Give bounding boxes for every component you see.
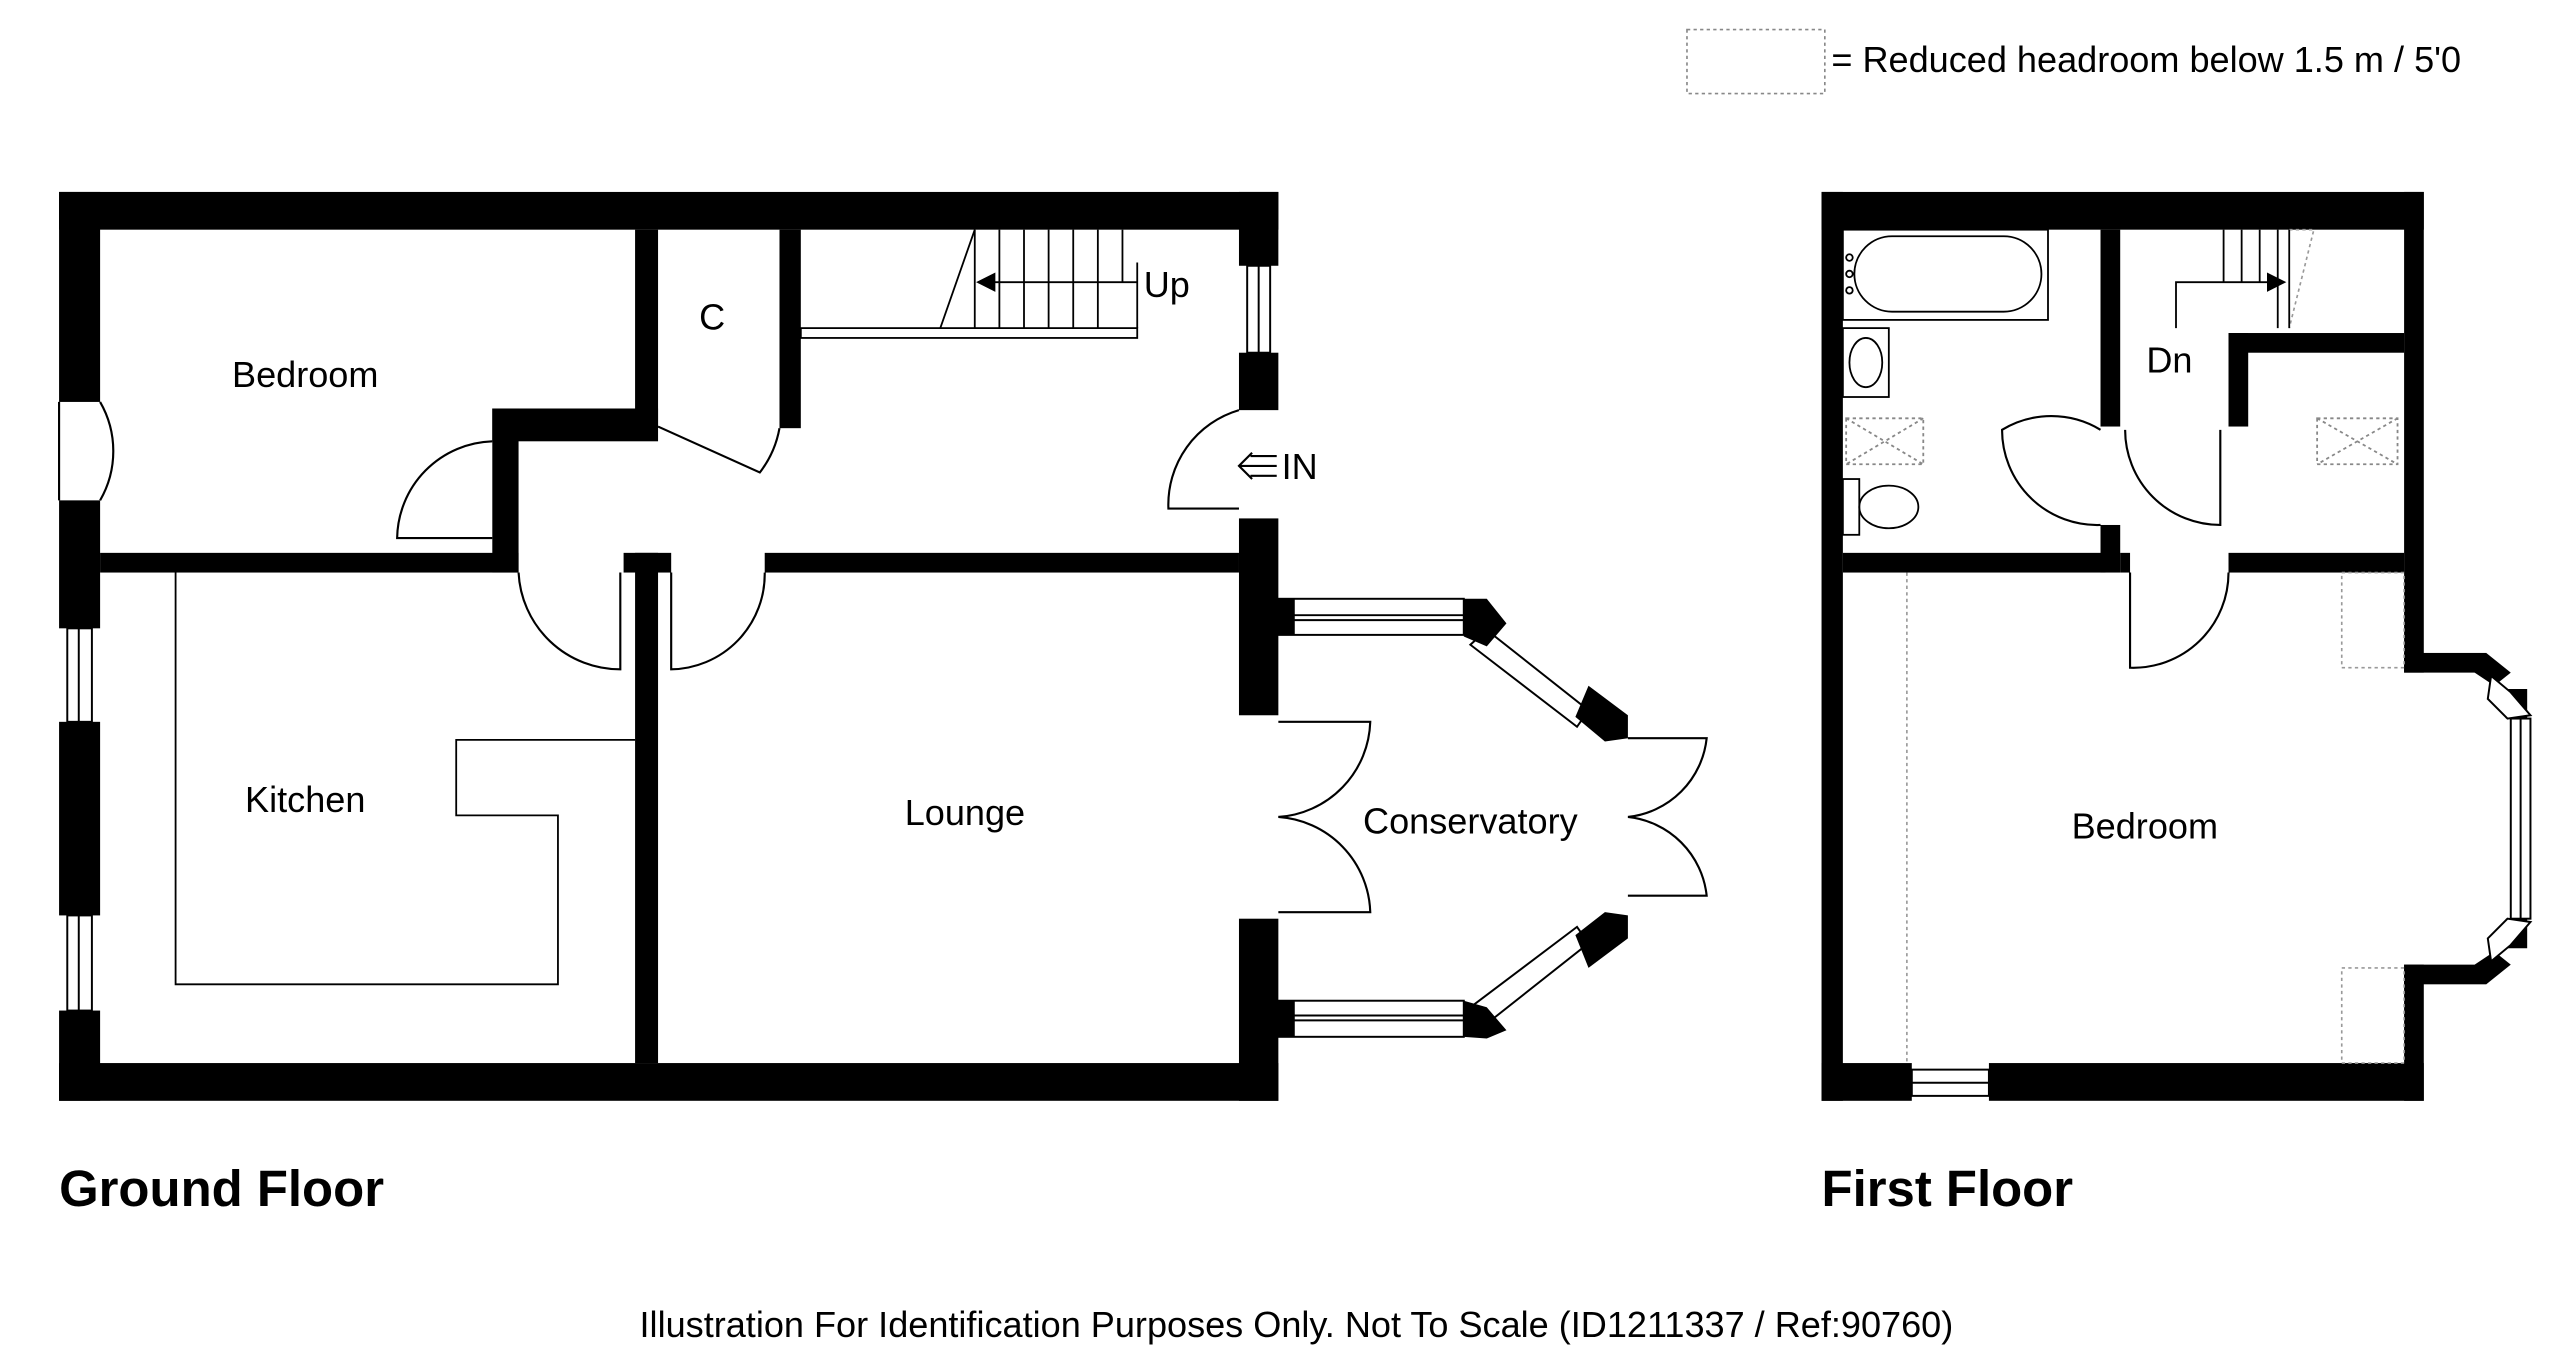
ground-floor-title: Ground Floor [59, 1160, 384, 1217]
wall [492, 408, 519, 573]
toilet-icon [1841, 478, 1861, 536]
wall [100, 552, 519, 573]
legend-swatch [1686, 28, 1826, 95]
wall [1238, 918, 1279, 1101]
reduced-headroom-areas [1906, 228, 2405, 1064]
first-floor-title: First Floor [1822, 1160, 2074, 1217]
wall [59, 1063, 1279, 1101]
wall [59, 500, 101, 629]
stairs-label: Dn [2146, 339, 2192, 380]
ground-floor-labels: Bedroom C Up IN Kitchen Lounge Conservat… [232, 264, 1578, 841]
ground-floor-doors [58, 401, 1372, 914]
first-floor-doors [2000, 415, 2230, 669]
wall [2404, 191, 2424, 673]
door-swing [2124, 429, 2222, 527]
shower-vent-icon [1845, 417, 1925, 466]
vent-icon [2316, 417, 2399, 466]
wall [635, 552, 659, 1064]
first-floor-stairs [2175, 229, 2291, 329]
door-swing [99, 401, 115, 501]
ground-floor-plan [59, 191, 1279, 1101]
wall [1842, 552, 2106, 573]
first-floor-windows [1910, 674, 2533, 1097]
first-floor-labels: Dn Bedroom [2072, 339, 2218, 846]
wall [1821, 191, 1843, 1101]
bath-icon [1841, 228, 2049, 321]
wall [2404, 964, 2424, 1101]
door-swing [670, 572, 766, 671]
door-swing [1278, 815, 1372, 914]
wall [59, 191, 1279, 230]
wall [635, 229, 659, 427]
ground-floor-stairs [799, 229, 1139, 339]
wall [1988, 1063, 2424, 1101]
room-label-kitchen: Kitchen [245, 779, 365, 820]
room-label-lounge: Lounge [905, 792, 1025, 833]
ground-floor-windows [66, 264, 1272, 1012]
room-label-bedroom: Bedroom [232, 354, 378, 395]
wall [2404, 652, 2487, 673]
wall [59, 721, 101, 916]
door-swing [1278, 720, 1372, 819]
wall [2228, 552, 2405, 573]
wall [492, 408, 659, 442]
first-floor-plan [1821, 191, 2528, 1101]
conservatory-structure [1277, 597, 1708, 1039]
door-swing [2128, 572, 2230, 669]
wall [2120, 552, 2131, 573]
wall [2228, 333, 2405, 353]
wall [59, 1010, 101, 1101]
wall [2228, 333, 2249, 427]
wall [2404, 964, 2487, 985]
bathroom-fittings [1841, 228, 2399, 536]
door-swing [657, 425, 781, 474]
wall [764, 552, 1239, 573]
wall [59, 191, 101, 402]
door-swing [517, 572, 622, 671]
wall [2100, 229, 2121, 427]
legend-text: = Reduced headroom below 1.5 m / 5'0 [1831, 39, 2461, 80]
legend: = Reduced headroom below 1.5 m / 5'0 [1686, 28, 2461, 95]
wall [1238, 518, 1279, 716]
door-swing [2000, 415, 2102, 527]
wall [1238, 352, 1279, 411]
room-label-bedroom: Bedroom [2072, 805, 2218, 846]
entrance-label: IN [1282, 446, 1318, 487]
room-label-conservatory: Conservatory [1363, 800, 1578, 841]
room-label-cupboard: C [699, 297, 725, 338]
footer-disclaimer: Illustration For Identification Purposes… [640, 1304, 1954, 1345]
sink-icon [1841, 327, 1890, 398]
kitchen-worktop [174, 572, 636, 986]
door-swing [1167, 409, 1240, 510]
wall [1238, 191, 1279, 266]
wall [2100, 524, 2121, 573]
entrance-arrow-icon [1237, 452, 1277, 480]
wall [779, 229, 801, 429]
wall [1821, 191, 2424, 230]
stairs-label: Up [1144, 264, 1190, 305]
door-swing [396, 440, 493, 540]
